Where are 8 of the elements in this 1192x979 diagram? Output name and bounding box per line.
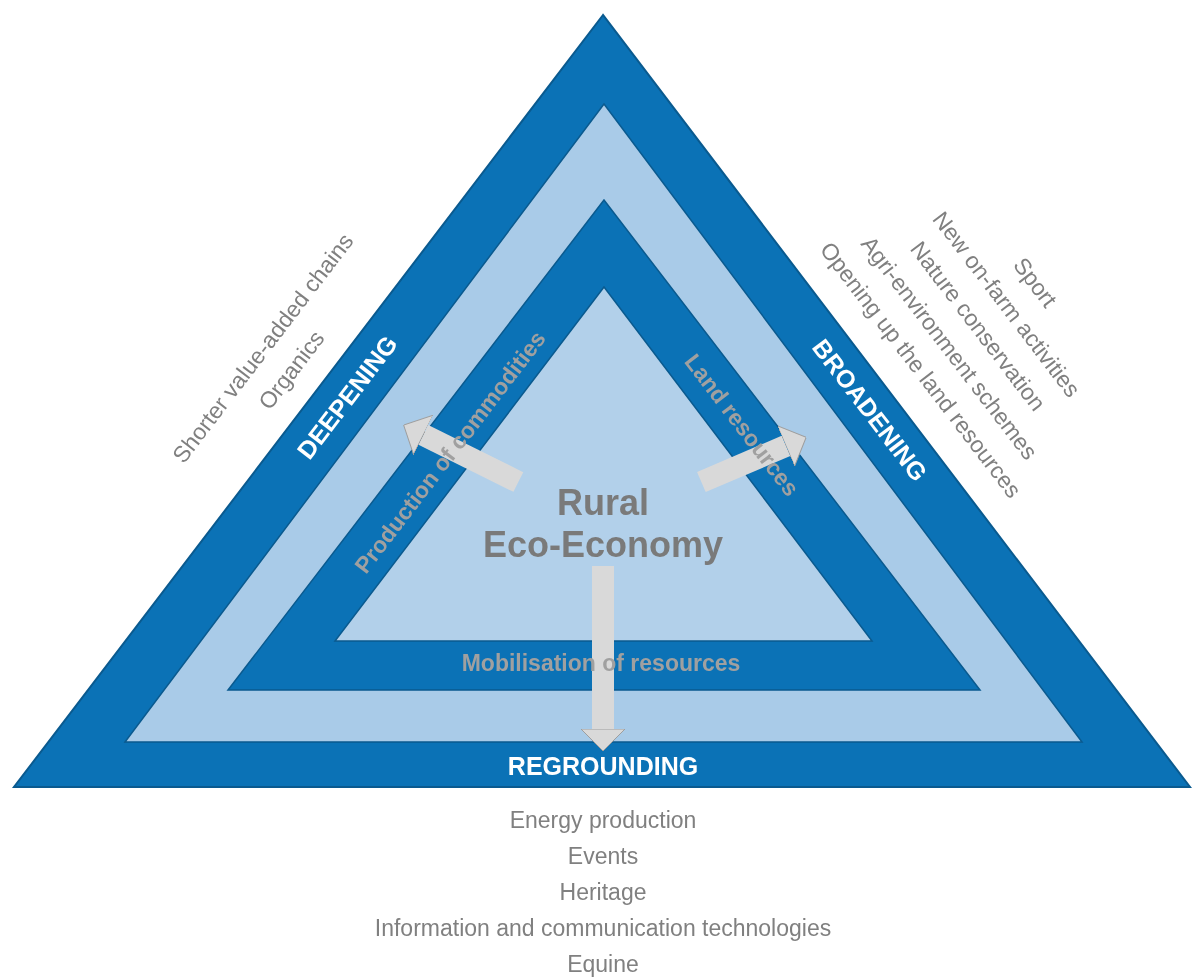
list-item-text: Events xyxy=(567,842,639,871)
list-item-text: Information and communication technologies xyxy=(374,914,832,943)
list-item-text: Heritage xyxy=(559,878,647,907)
list-item-text: Equine xyxy=(567,950,639,979)
list-item-text: Energy production xyxy=(509,806,697,835)
center-title: Rural Eco-Economy xyxy=(483,482,723,566)
block-arrow xyxy=(580,566,626,752)
band-label: REGROUNDING xyxy=(507,751,699,781)
